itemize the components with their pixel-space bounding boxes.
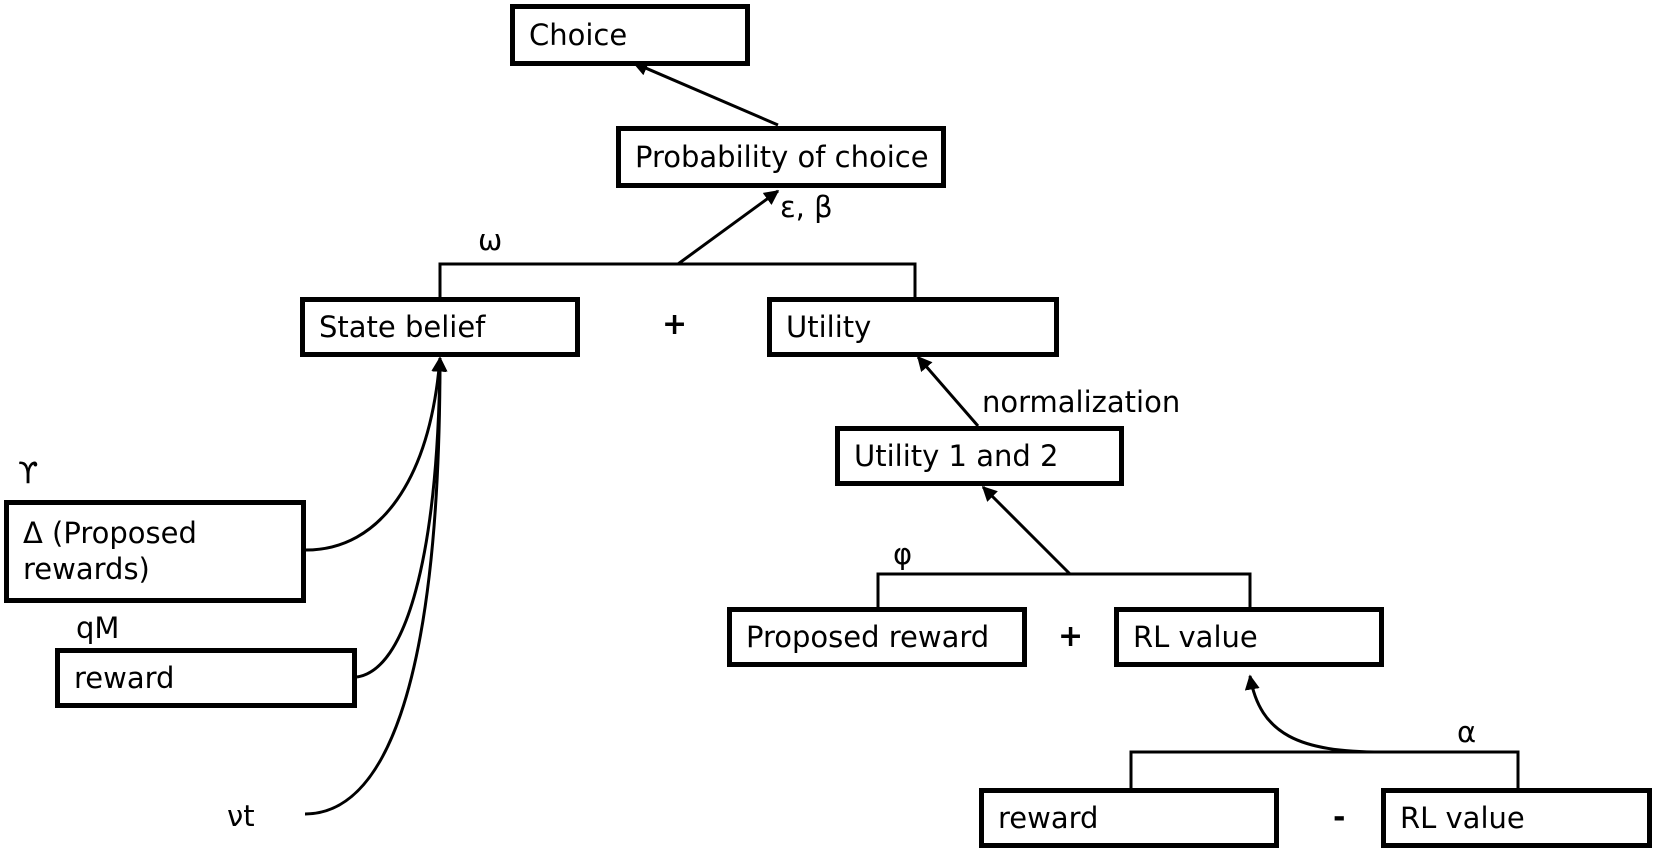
- arrow-probability-to-choice: [632, 61, 779, 127]
- curve-nut-to-state-belief: [304, 356, 448, 816]
- curve-delta-to-state-belief: [305, 356, 447, 552]
- rl-value-bottom-box: RL value: [1381, 788, 1652, 848]
- probability-of-choice-box: Probability of choice: [616, 126, 946, 188]
- utility-1-and-2-box: Utility 1 and 2: [835, 426, 1124, 486]
- reward-bottom-box: reward: [979, 788, 1279, 848]
- reward-bottom-label: reward: [998, 801, 1099, 835]
- rl-value-bottom-label: RL value: [1400, 801, 1525, 835]
- delta-proposed-rewards-box: Δ (Proposed rewards): [4, 500, 306, 603]
- arrow-alpha-to-rl-value: [1244, 674, 1383, 754]
- minus-operator-bottom: -: [1333, 800, 1346, 835]
- reward-left-box: reward: [55, 648, 357, 708]
- probability-of-choice-label: Probability of choice: [635, 140, 929, 174]
- utility-label: Utility: [786, 310, 872, 344]
- state-belief-box: State belief: [300, 297, 580, 357]
- proposed-reward-label: Proposed reward: [746, 620, 990, 654]
- utility-box: Utility: [767, 297, 1059, 357]
- arrow-utility12-to-utility: [916, 355, 980, 427]
- plus-operator-top: +: [662, 307, 688, 342]
- utility-1-and-2-label: Utility 1 and 2: [854, 439, 1059, 473]
- proposed-reward-box: Proposed reward: [727, 607, 1027, 667]
- choice-label: Choice: [529, 18, 628, 52]
- rl-value-label: RL value: [1133, 620, 1258, 654]
- state-belief-label: State belief: [319, 310, 486, 344]
- param-normalization: normalization: [982, 385, 1181, 419]
- arrow-phi-to-utility12: [981, 485, 1072, 576]
- plus-operator-mid: +: [1058, 619, 1084, 654]
- param-phi: φ: [893, 537, 913, 571]
- bracket-omega: [438, 262, 917, 297]
- reward-left-label: reward: [74, 661, 175, 695]
- param-nu-t: νt: [227, 799, 255, 833]
- param-eps-beta: ε, β: [780, 190, 833, 224]
- param-omega: ω: [478, 223, 503, 257]
- delta-proposed-rewards-label: Δ (Proposed rewards): [23, 516, 197, 586]
- bracket-phi: [876, 572, 1252, 607]
- arrow-bracket-to-probability: [677, 189, 780, 266]
- choice-box: Choice: [510, 4, 750, 66]
- curve-reward-to-state-belief: [356, 356, 448, 679]
- param-alpha: α: [1457, 715, 1477, 749]
- param-qm: qM: [76, 611, 120, 645]
- bracket-alpha: [1129, 750, 1520, 788]
- rl-value-box: RL value: [1114, 607, 1384, 667]
- param-upsilon: ϒ: [18, 456, 39, 490]
